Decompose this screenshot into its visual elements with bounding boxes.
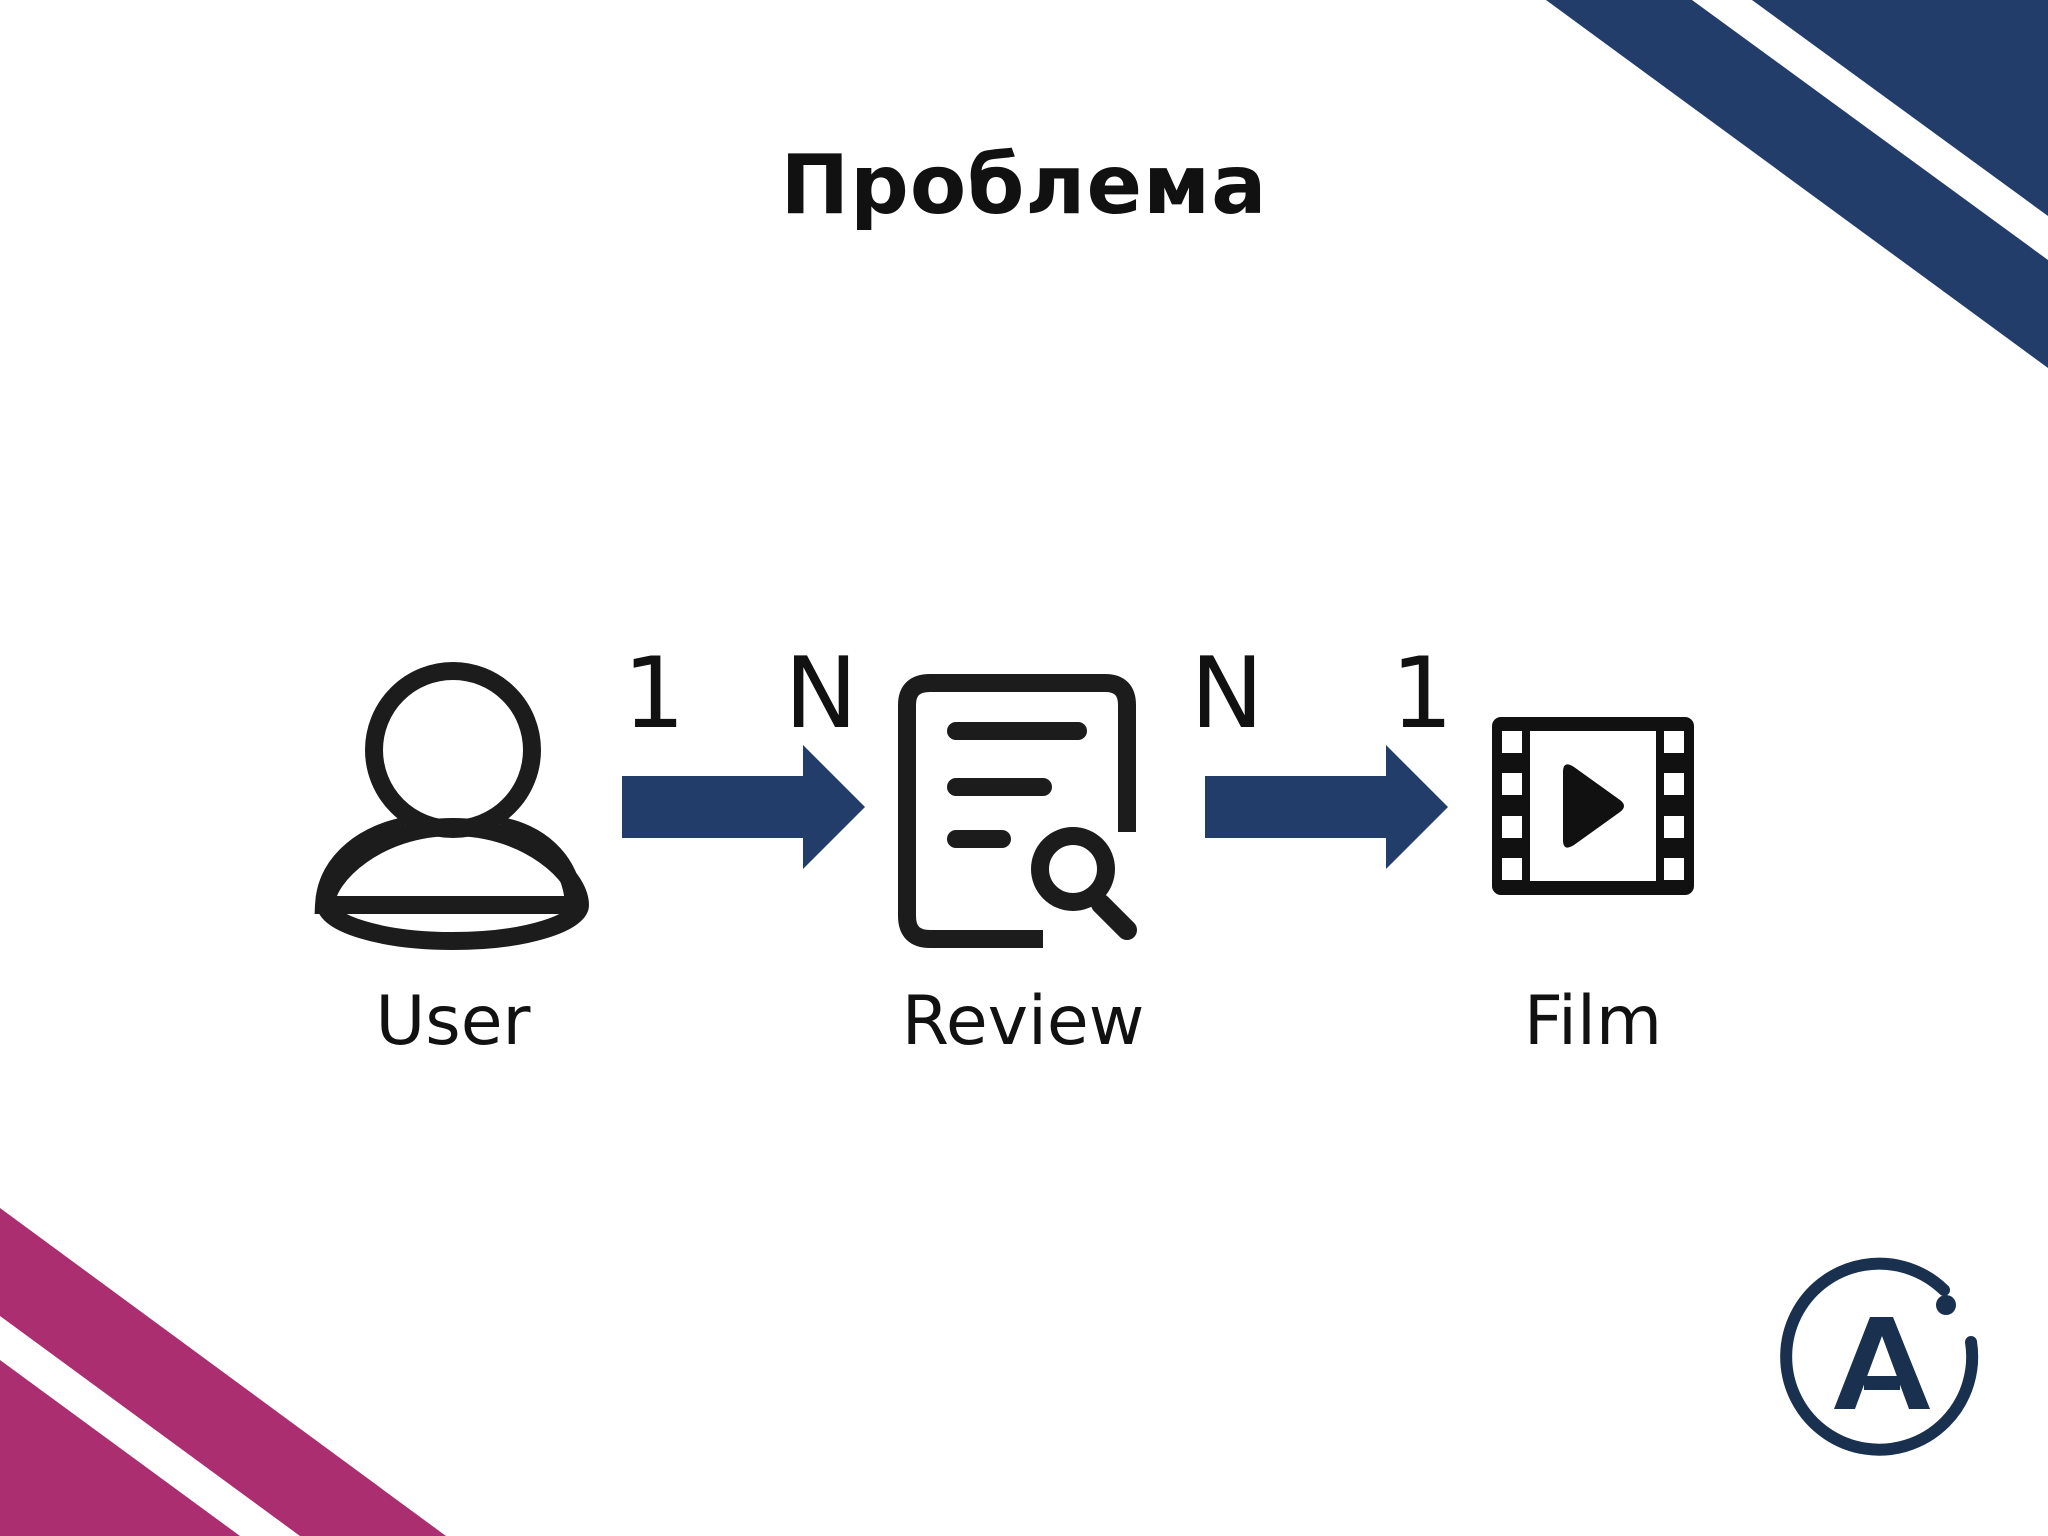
brand-logo-icon bbox=[1780, 1257, 1979, 1456]
relation-arrow-1 bbox=[622, 745, 865, 869]
cardinality-film-side: 1 bbox=[1390, 637, 1454, 751]
entity-label-user: User bbox=[375, 982, 531, 1061]
bottom-left-stripe-outer bbox=[0, 1208, 446, 1536]
bottom-left-stripe-inner bbox=[0, 1360, 240, 1536]
cardinality-user-side: 1 bbox=[622, 637, 686, 751]
entity-label-film: Film bbox=[1523, 982, 1663, 1061]
top-right-stripe-outer bbox=[1752, 0, 2048, 216]
film-play-icon bbox=[1492, 717, 1694, 895]
top-right-stripe-inner bbox=[1546, 0, 2048, 368]
user-icon bbox=[314, 662, 590, 951]
entity-label-review: Review bbox=[901, 982, 1145, 1061]
cardinality-review-side-1: N bbox=[784, 637, 858, 751]
review-document-search-icon bbox=[898, 674, 1137, 948]
slide-title: Проблема bbox=[780, 138, 1268, 233]
relation-arrow-2 bbox=[1205, 745, 1448, 869]
cardinality-review-side-2: N bbox=[1190, 637, 1264, 751]
